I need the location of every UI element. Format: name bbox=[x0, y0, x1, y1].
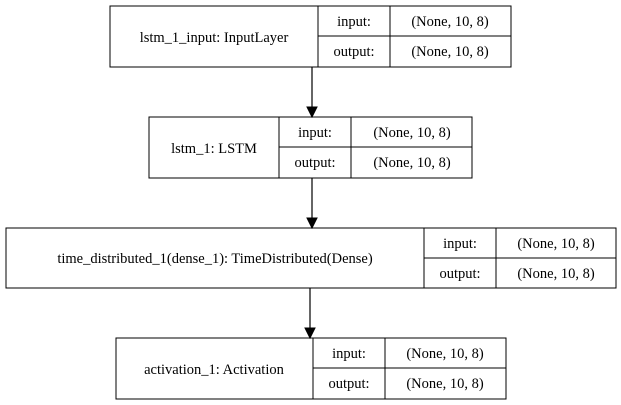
edge-lstm-to-time-distributed bbox=[306, 178, 318, 230]
output-shape: (None, 10, 8) bbox=[517, 266, 594, 282]
node-label: lstm_1: LSTM bbox=[171, 141, 257, 157]
input-shape: (None, 10, 8) bbox=[517, 236, 594, 252]
output-shape: (None, 10, 8) bbox=[411, 44, 488, 60]
output-shape: (None, 10, 8) bbox=[406, 376, 483, 392]
node-activation-1: activation_1: Activation input: output: … bbox=[115, 337, 507, 400]
output-label: output: bbox=[294, 155, 335, 171]
input-shape: (None, 10, 8) bbox=[406, 346, 483, 362]
output-label: output: bbox=[439, 266, 480, 282]
node-label: time_distributed_1(dense_1): TimeDistrib… bbox=[57, 251, 373, 267]
node-lstm-1-input: lstm_1_input: InputLayer input: output: … bbox=[109, 5, 512, 68]
output-label: output: bbox=[333, 44, 374, 60]
input-label: input: bbox=[337, 14, 371, 30]
node-time-distributed-1: time_distributed_1(dense_1): TimeDistrib… bbox=[5, 227, 617, 289]
input-label: input: bbox=[443, 236, 477, 252]
node-lstm-1: lstm_1: LSTM input: output: (None, 10, 8… bbox=[148, 116, 473, 179]
node-label: lstm_1_input: InputLayer bbox=[140, 30, 289, 46]
edge-time-distributed-to-activation bbox=[304, 288, 316, 340]
input-label: input: bbox=[332, 346, 366, 362]
edge-lstm-input-to-lstm bbox=[306, 67, 318, 119]
input-shape: (None, 10, 8) bbox=[411, 14, 488, 30]
input-shape: (None, 10, 8) bbox=[373, 125, 450, 141]
input-label: input: bbox=[298, 125, 332, 141]
output-label: output: bbox=[328, 376, 369, 392]
node-label: activation_1: Activation bbox=[144, 362, 284, 378]
output-shape: (None, 10, 8) bbox=[373, 155, 450, 171]
